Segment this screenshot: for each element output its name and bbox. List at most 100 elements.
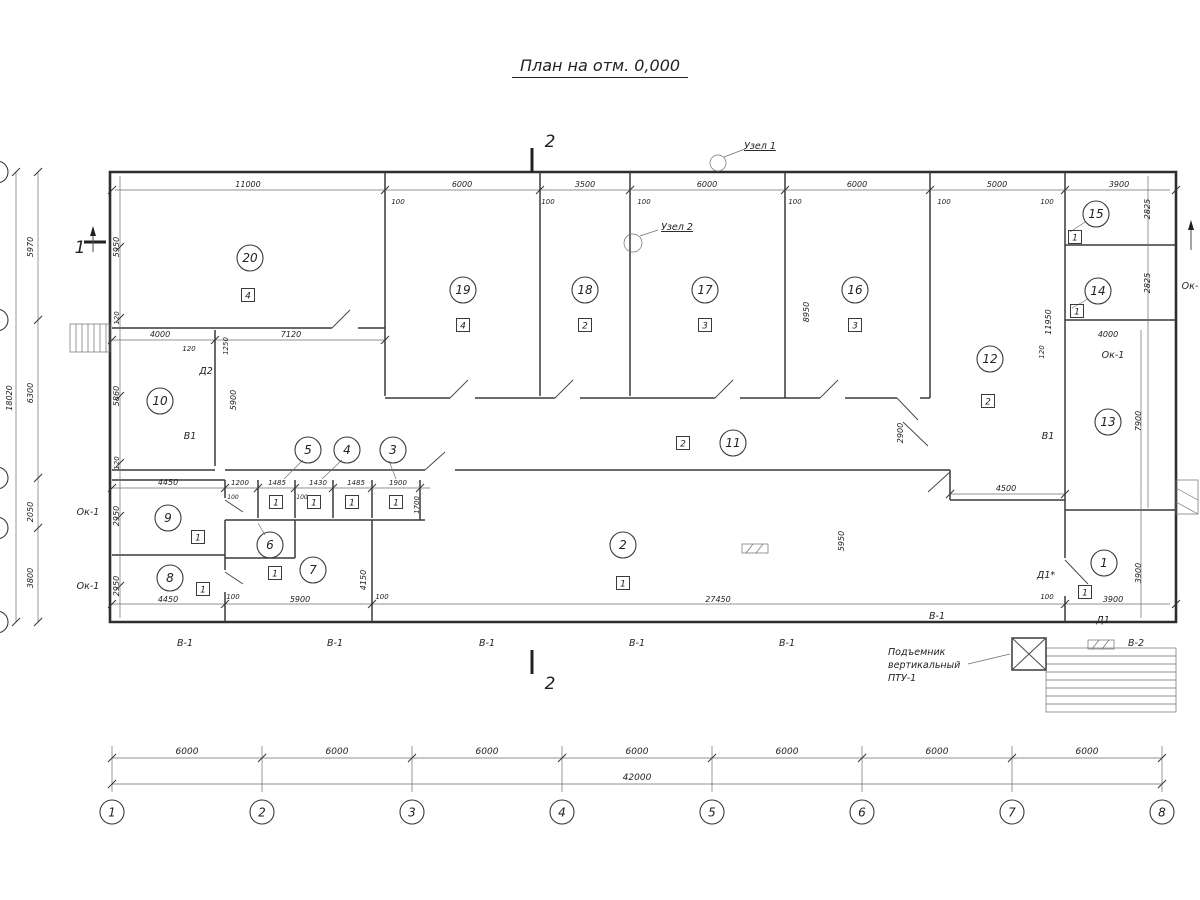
category-badge (1078, 585, 1092, 599)
section-arrow-up (90, 226, 96, 236)
dim-tick (367, 483, 377, 493)
dimension-label: 1430 (309, 479, 327, 487)
category-badge (307, 495, 321, 509)
room-number: 8 (166, 571, 174, 585)
axis-bubble (99, 799, 125, 825)
dimension-label: 5970 (26, 237, 35, 257)
axis-span-dimension: 6000 (776, 747, 799, 757)
category-badge (191, 530, 205, 544)
dim-tick (33, 167, 43, 177)
category-number: 1 (273, 499, 279, 509)
dimension-label: 100 (541, 198, 555, 206)
section-marks (84, 148, 1194, 674)
axis-number: 5 (708, 806, 716, 820)
dim-tick (33, 523, 43, 533)
room-number-bubble (294, 436, 322, 464)
dimension-label: 120 (182, 345, 196, 353)
category-badge (981, 394, 995, 408)
dimension-label: 2825 (1143, 199, 1152, 219)
axis-span-dimension: 6000 (1076, 747, 1099, 757)
dimension-label: 3900 (1109, 180, 1129, 189)
dimension-label: 18020 (5, 385, 14, 410)
dim-tick (925, 185, 935, 195)
annotation-label: Подъемник (888, 647, 946, 658)
dim-tick (1171, 599, 1181, 609)
dim-tick (557, 753, 567, 763)
room-number: 3 (389, 443, 397, 457)
dimension-label: 100 (1040, 593, 1054, 601)
dim-tick (1157, 753, 1167, 763)
annotation-label: В-1 (177, 638, 193, 649)
dimension-label: 4450 (158, 595, 178, 604)
category-number: 1 (349, 499, 355, 509)
dimension-label: 1900 (389, 479, 407, 487)
dim-tick (945, 489, 955, 499)
category-number: 3 (852, 322, 858, 332)
dim-tick (1060, 599, 1070, 609)
dimension-label: 5950 (837, 531, 846, 551)
dimension-label: 2950 (112, 506, 121, 526)
annotation-label: 2 (545, 674, 556, 694)
axis-bubble (849, 799, 875, 825)
annotation-label: В-1 (929, 611, 945, 622)
dim-tick (290, 483, 300, 493)
room-number-bubble (1084, 277, 1112, 305)
dim-tick (115, 458, 125, 468)
annotation-label: В-2 (1128, 638, 1144, 649)
room-number-bubble (146, 387, 174, 415)
room-number-bubble (299, 556, 327, 584)
room-number-bubble (333, 436, 361, 464)
dimension-label: 2825 (1143, 273, 1152, 293)
annotation-label: В-1 (629, 638, 645, 649)
room-number: 20 (242, 251, 258, 265)
dim-tick (33, 315, 43, 325)
room-number: 17 (697, 283, 713, 297)
category-badge (1068, 230, 1082, 244)
uzel-2-marker (623, 233, 643, 253)
annotation-label: Ок-1 (77, 581, 100, 592)
axis-span-dimension: 6000 (176, 747, 199, 757)
room-number: 14 (1090, 284, 1105, 298)
dimension-label: 8950 (802, 302, 811, 322)
dimension-label: 6000 (697, 180, 717, 189)
dim-tick (1007, 753, 1017, 763)
category-number: 1 (1072, 234, 1078, 244)
category-badge (578, 318, 592, 332)
dim-tick (1157, 779, 1167, 789)
dimension-label: 1200 (231, 479, 249, 487)
dimension-label: 100 (375, 593, 389, 601)
room-number: 10 (152, 394, 168, 408)
dimension-label: 1485 (347, 479, 365, 487)
dim-tick (220, 483, 230, 493)
category-badge (268, 566, 282, 580)
category-badge (698, 318, 712, 332)
room-number: 1 (1100, 556, 1108, 570)
left-axis-bubbles (0, 160, 9, 634)
dim-tick (253, 483, 263, 493)
room-number: 18 (577, 283, 593, 297)
leader-lines (257, 148, 1089, 665)
room-number-bubble (1090, 549, 1118, 577)
annotation-label: 2 (545, 132, 556, 152)
dimension-label: 7900 (1134, 411, 1143, 431)
category-number: 1 (1082, 589, 1088, 599)
annotation-label: 1 (75, 238, 86, 258)
dim-tick (115, 242, 125, 252)
room-number: 7 (309, 563, 317, 577)
dimension-label: 6300 (26, 383, 35, 403)
annotation-label: В-1 (779, 638, 795, 649)
dimension-label: 120 (113, 456, 121, 470)
dimension-label: 100 (391, 198, 405, 206)
dimension-label: 4500 (996, 484, 1016, 493)
annotation-label: В1 (1042, 431, 1055, 442)
category-badge (196, 582, 210, 596)
left-entry-stairs (69, 323, 111, 353)
dimension-label: 100 (637, 198, 651, 206)
dim-tick (115, 511, 125, 521)
interior-walls (112, 172, 1176, 622)
room-number-bubble (1094, 408, 1122, 436)
axis-number: 7 (1008, 806, 1016, 820)
annotation-label: В1 (184, 431, 197, 442)
